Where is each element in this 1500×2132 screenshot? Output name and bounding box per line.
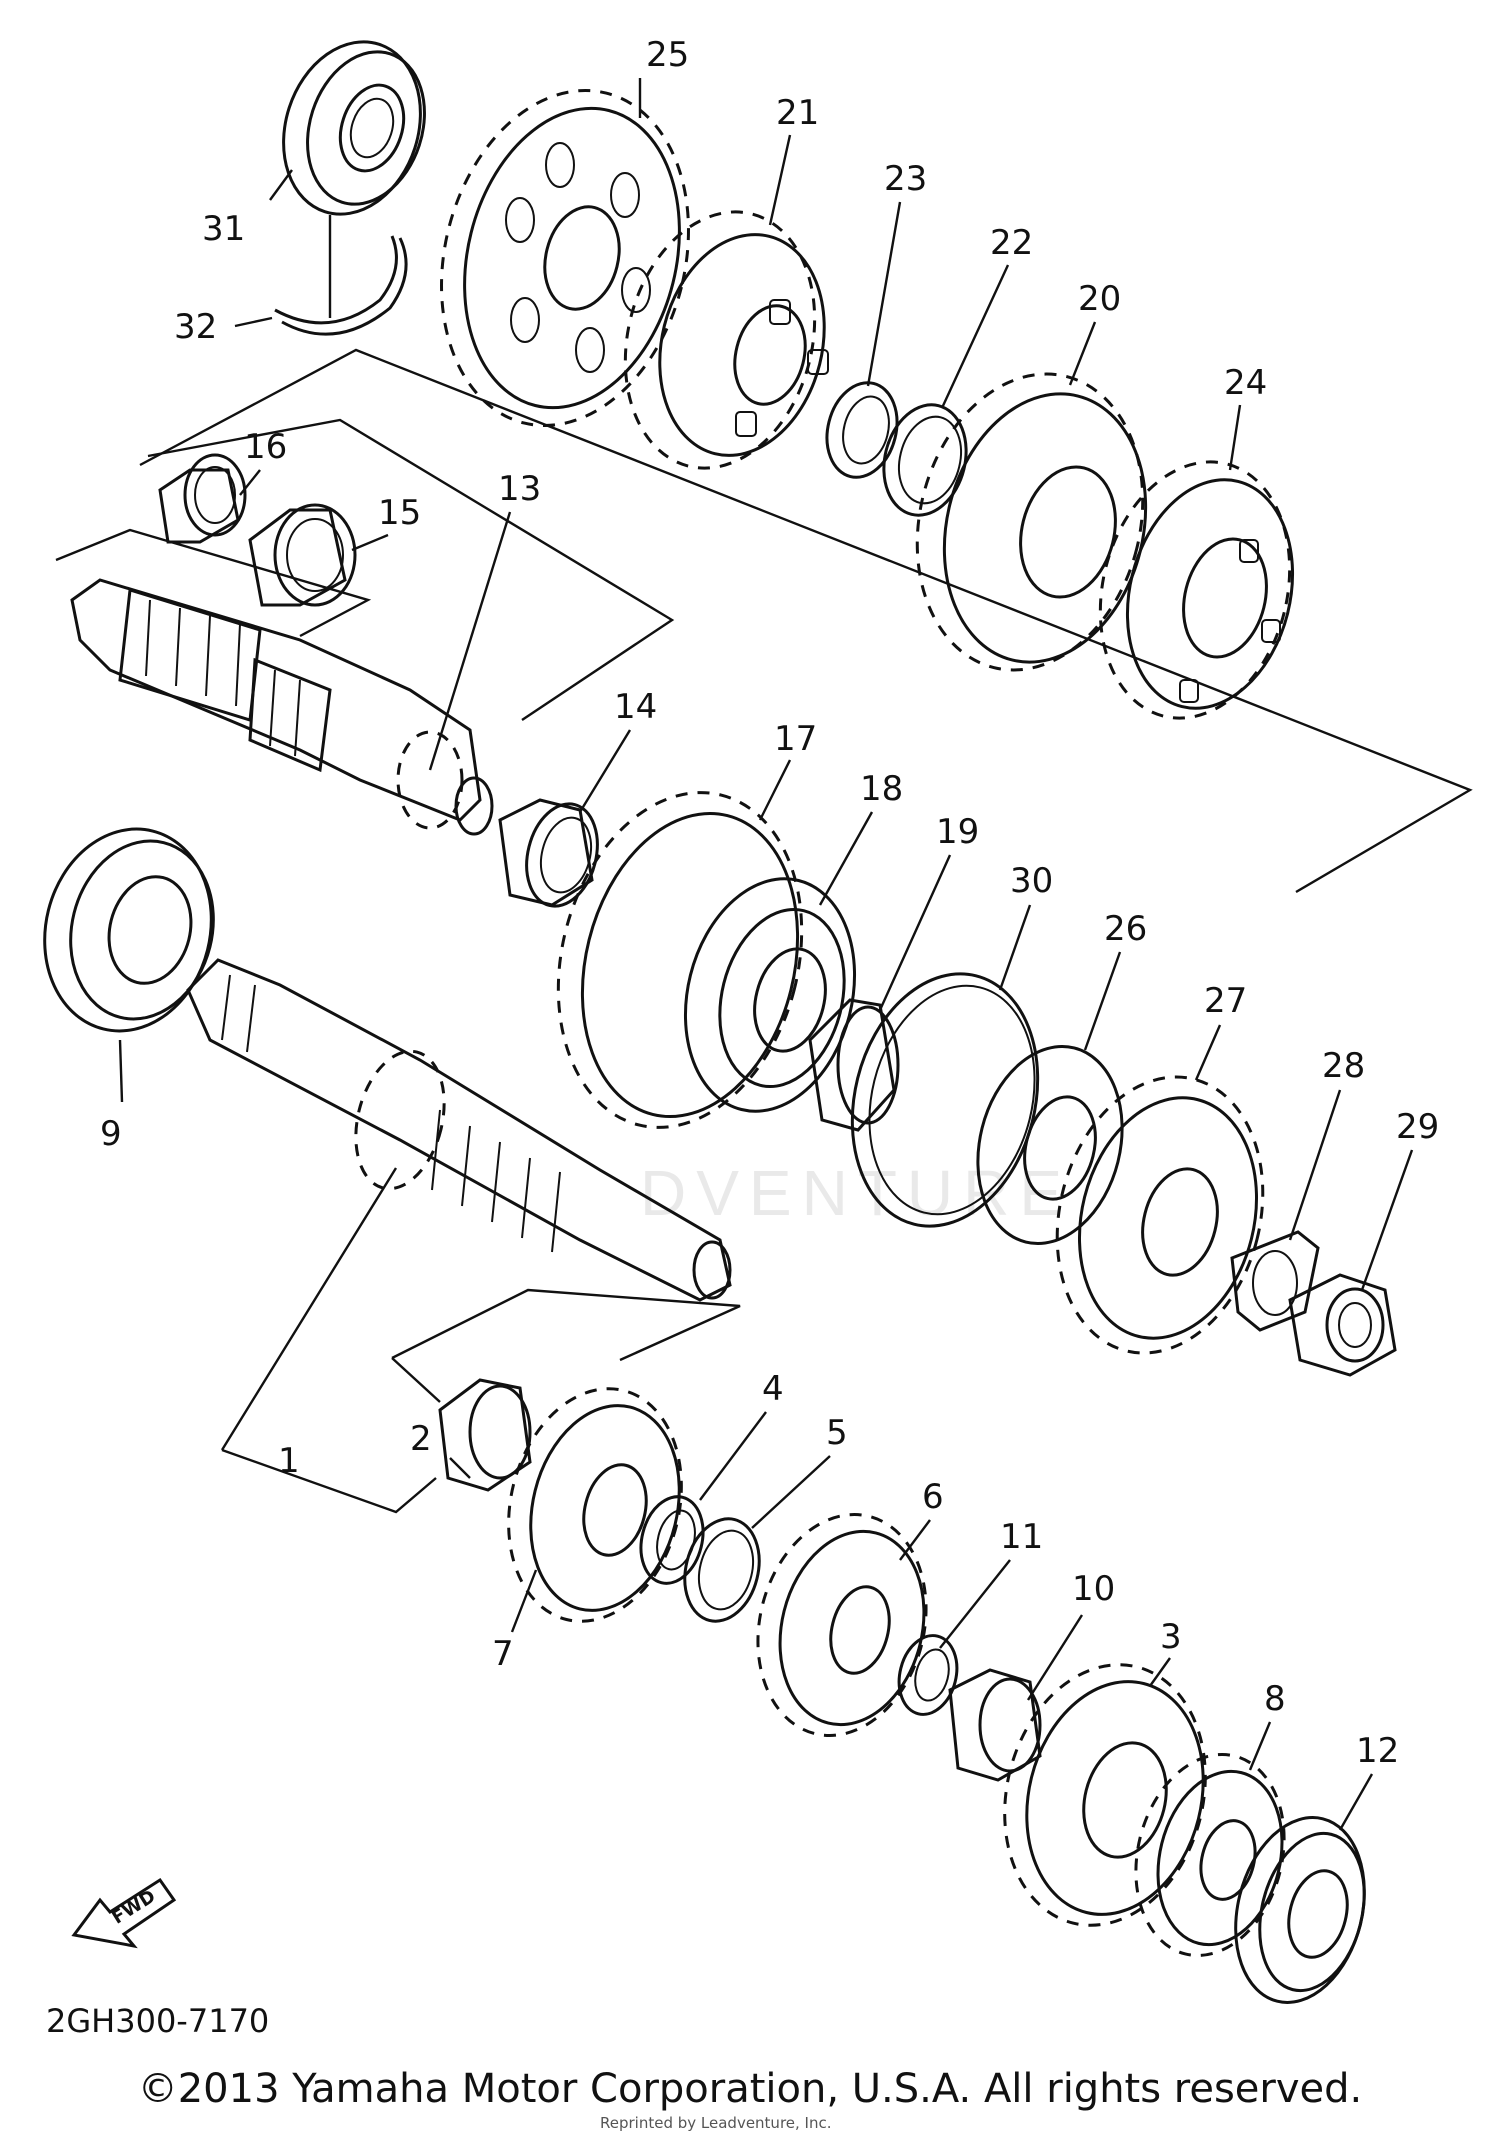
callout-9: 9 xyxy=(100,1114,122,1154)
part-9-bearing xyxy=(43,827,215,1033)
callout-22: 22 xyxy=(990,223,1033,263)
part-13-main-shaft xyxy=(70,578,494,836)
callout-3: 3 xyxy=(1160,1617,1182,1657)
part-27-drive-sprocket xyxy=(1055,1075,1265,1355)
part-7-gear xyxy=(507,1387,683,1623)
callout-17: 17 xyxy=(774,719,817,759)
part-24-dog-gear xyxy=(1098,460,1295,720)
callout-8: 8 xyxy=(1264,1679,1286,1719)
part-32-circlip xyxy=(274,235,408,336)
callout-16: 16 xyxy=(244,427,287,467)
callout-23: 23 xyxy=(884,159,927,199)
reprint-note: Reprinted by Leadventure, Inc. xyxy=(600,2114,832,2132)
part-8-gear xyxy=(1134,1753,1286,1957)
part-17-gear xyxy=(556,791,804,1129)
part-28-lock-washer xyxy=(1230,1230,1320,1332)
frame-13 xyxy=(147,418,675,721)
callout-14: 14 xyxy=(614,687,657,727)
callout-21: 21 xyxy=(776,93,819,133)
part-5-circlip xyxy=(683,1517,761,1623)
callout-13: 13 xyxy=(498,469,541,509)
callout-20: 20 xyxy=(1078,279,1121,319)
callout-25: 25 xyxy=(646,35,689,75)
fwd-arrow-icon: FWD xyxy=(71,1877,177,1949)
part-31-bearing xyxy=(282,40,426,216)
part-1-drive-shaft xyxy=(186,958,732,1302)
callout-29: 29 xyxy=(1396,1107,1439,1147)
callout-7: 7 xyxy=(492,1634,514,1674)
part-26-oil-seal xyxy=(976,1045,1124,1245)
leader-lines xyxy=(118,78,1414,1831)
part-10-bushing xyxy=(948,1668,1042,1782)
frame-1 xyxy=(220,1167,437,1514)
callout-12: 12 xyxy=(1356,1731,1399,1771)
part-2-bushing xyxy=(438,1378,532,1492)
part-code: 2GH300-7170 xyxy=(46,2002,270,2040)
callout-10: 10 xyxy=(1072,1569,1115,1609)
callout-18: 18 xyxy=(860,769,903,809)
callout-28: 28 xyxy=(1322,1046,1365,1086)
callout-2: 2 xyxy=(410,1419,432,1459)
callout-4: 4 xyxy=(762,1369,784,1409)
part-12-bearing xyxy=(1234,1816,1366,2004)
callout-26: 26 xyxy=(1104,909,1147,949)
callout-5: 5 xyxy=(826,1413,848,1453)
frame-2 xyxy=(391,1288,741,1403)
part-15-bushing xyxy=(248,503,357,607)
part-3-gear xyxy=(1003,1663,1207,1927)
callout-32: 32 xyxy=(174,307,217,347)
callout-30: 30 xyxy=(1010,861,1053,901)
part-21-dog-gear xyxy=(623,210,829,470)
callout-11: 11 xyxy=(1000,1517,1043,1557)
frame-upper-shaft-group xyxy=(139,348,1473,894)
callout-27: 27 xyxy=(1204,981,1247,1021)
callout-15: 15 xyxy=(378,493,421,533)
part-25-large-gear xyxy=(440,89,690,427)
callout-1: 1 xyxy=(278,1441,300,1481)
callout-6: 6 xyxy=(922,1477,944,1517)
callout-numbers: 1 2 3 4 5 6 7 8 9 10 11 12 13 14 15 16 1… xyxy=(100,35,1439,1771)
callout-31: 31 xyxy=(202,209,245,249)
frame-15 xyxy=(55,528,372,638)
watermark: DVENTURE xyxy=(640,1157,1072,1229)
callout-19: 19 xyxy=(936,812,979,852)
part-23-washer xyxy=(825,381,899,479)
part-16-bushing xyxy=(158,453,247,544)
callout-24: 24 xyxy=(1224,363,1267,403)
part-19-collar xyxy=(808,998,900,1132)
fwd-label: FWD xyxy=(108,1886,159,1929)
part-29-nut xyxy=(1288,1273,1397,1377)
part-6-gear xyxy=(756,1513,928,1737)
part-14-bushing xyxy=(498,798,599,908)
part-11-washer xyxy=(897,1634,959,1716)
copyright-notice: ©2013 Yamaha Motor Corporation, U.S.A. A… xyxy=(137,2066,1363,2112)
part-18-bearing xyxy=(683,877,857,1113)
